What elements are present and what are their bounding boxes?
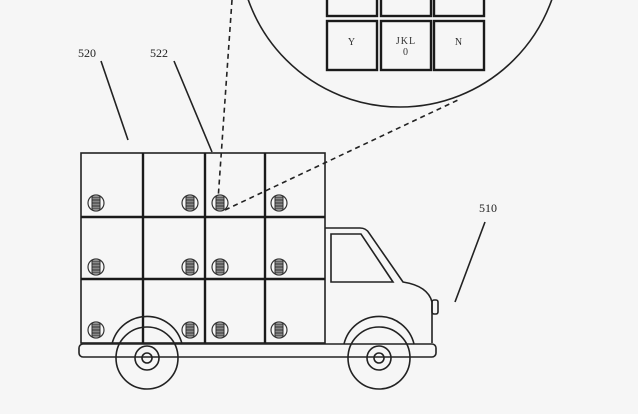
locker-keypads [87, 194, 288, 339]
magnify-line-right [224, 99, 459, 211]
magnified-keypad-circle [247, 0, 553, 108]
keypad-icon [87, 321, 105, 339]
keypad-icon [270, 194, 288, 212]
key-jkl-sublabel: 0 [403, 47, 409, 58]
front-fender [343, 315, 415, 345]
key-top-1 [325, 0, 379, 18]
key-top-3 [432, 0, 486, 18]
front-wheel [347, 326, 411, 390]
keypad-icon [270, 258, 288, 276]
rear-fender [111, 315, 183, 345]
cargo-box [80, 152, 326, 344]
leader-520 [100, 60, 129, 141]
chassis [78, 343, 437, 358]
leader-510 [454, 221, 486, 303]
keypad-icon [211, 194, 229, 212]
keypad-icon [181, 194, 199, 212]
ref-label-522: 522 [150, 46, 168, 60]
keypad-icon [181, 258, 199, 276]
leader-522 [173, 60, 213, 153]
ref-label-520: 520 [78, 46, 96, 60]
key-top-2 [379, 0, 433, 18]
cab-window [330, 233, 395, 283]
keypad-icon [87, 194, 105, 212]
key-y [325, 19, 379, 72]
headlight [431, 299, 439, 315]
ref-label-510: 510 [479, 201, 497, 215]
truck-cab [325, 227, 439, 343]
keypad-top-row [325, 0, 486, 18]
key-n-label: N [455, 37, 463, 48]
rear-wheel [115, 326, 179, 390]
keypad-icon [87, 258, 105, 276]
keypad-icon [211, 321, 229, 339]
key-jkl [379, 19, 433, 72]
magnify-line-left [217, 0, 233, 201]
keypad-icon [270, 321, 288, 339]
key-y-label: Y [348, 37, 356, 48]
key-n [432, 19, 486, 72]
key-jkl-label: JKL [396, 36, 416, 47]
keypad-icon [211, 258, 229, 276]
keypad-bottom-row: Y JKL 0 N [325, 19, 486, 72]
keypad-icon [181, 321, 199, 339]
